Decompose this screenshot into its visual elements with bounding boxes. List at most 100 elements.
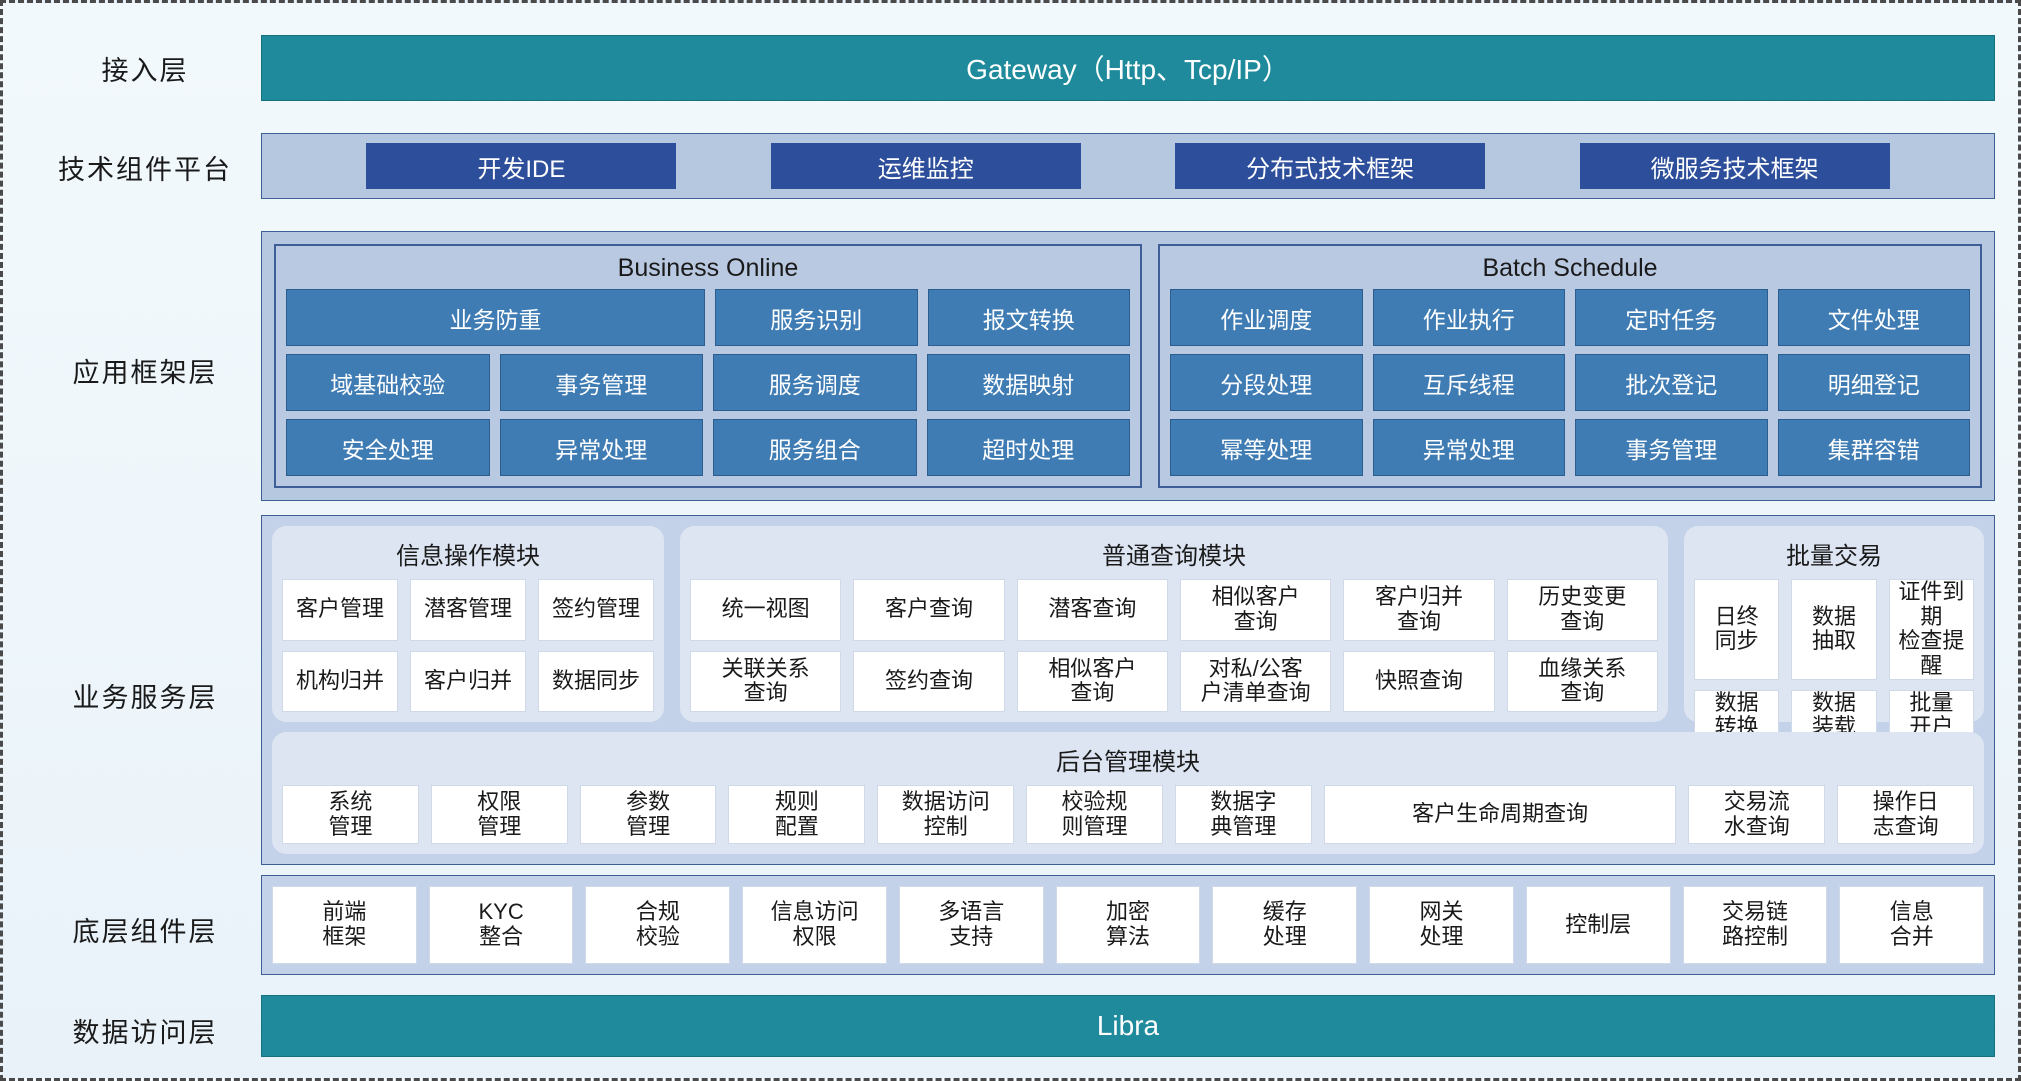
bb-cell-guizepeizhi[interactable]: 规则 配置 (728, 785, 866, 844)
tech-button-microservice[interactable]: 微服务技术框架 (1579, 143, 1890, 189)
bb-cell-shujufangwenkongzhi[interactable]: 数据访问 控制 (877, 785, 1015, 844)
layer-label-appframe: 应用框架层 (72, 358, 218, 388)
group-business-online: Business Online 业务防重 服务识别 报文转换 域基础校验 事务管… (274, 244, 1142, 488)
group-title-batch-transaction: 批量交易 (1786, 543, 1882, 570)
group-title-backend-management: 后台管理模块 (1056, 749, 1200, 776)
layer-label-bizservice: 业务服务层 (72, 683, 218, 713)
bl-cell-wangguanchuli[interactable]: 网关 处理 (1369, 886, 1514, 964)
af-cell-yichangchuli-batch[interactable]: 异常处理 (1372, 419, 1565, 476)
bg-cell-shujuchouqu[interactable]: 数据 抽取 (1791, 579, 1877, 680)
bb-cell-kehushengmingzhouqichaxun[interactable]: 客户生命周期查询 (1323, 785, 1677, 844)
group-title-batch-schedule: Batch Schedule (1482, 254, 1658, 282)
bg-cell-qiankeguanli[interactable]: 潜客管理 (410, 579, 526, 641)
af-cell-fuwudiaodu[interactable]: 服务调度 (713, 354, 917, 411)
bb-cell-quanxianguanli[interactable]: 权限 管理 (430, 785, 568, 844)
af-row: 业务防重 服务识别 报文转换 (286, 289, 1130, 346)
bg-cell-kehuchaxun[interactable]: 客户查询 (853, 579, 1005, 641)
bb-cell-jiaoyiliushuichaxun[interactable]: 交易流 水查询 (1688, 785, 1826, 844)
af-cell-shiwuguanli[interactable]: 事务管理 (499, 354, 703, 411)
bg-cell-jigouguibing[interactable]: 机构归并 (282, 650, 398, 712)
bg-cell-xiangsikehuchaxun[interactable]: 相似客户 查询 (1179, 579, 1332, 641)
bg-cell-kehuguibingchaxun[interactable]: 客户归并 查询 (1343, 579, 1495, 641)
bg-cell-qianyueguanli[interactable]: 签约管理 (538, 579, 654, 641)
bb-row: 系统 管理 权限 管理 参数 管理 规则 配置 数据访问 控制 校验规 则管理 … (282, 785, 1974, 844)
af-cell-yewufangzhong[interactable]: 业务防重 (286, 289, 706, 346)
group-title-business-online: Business Online (617, 254, 799, 282)
tech-platform-band: 开发IDE 运维监控 分布式技术框架 微服务技术框架 (261, 133, 1995, 199)
af-cell-huchixiancheng[interactable]: 互斥线程 (1372, 354, 1565, 411)
app-framework-layer: Business Online 业务防重 服务识别 报文转换 域基础校验 事务管… (261, 231, 1995, 501)
af-cell-shujuyingshe[interactable]: 数据映射 (926, 354, 1130, 411)
bg-cell-kuaizhaochaxun[interactable]: 快照查询 (1343, 650, 1495, 712)
bg-cell-kehuguanli[interactable]: 客户管理 (282, 579, 398, 641)
bl-cell-xinxifangwenquanxian[interactable]: 信息访问 权限 (742, 886, 887, 964)
bl-cell-heguijiaoyan[interactable]: 合规 校验 (585, 886, 731, 964)
bb-cell-canshuguanli[interactable]: 参数 管理 (579, 785, 717, 844)
bg-cell-qiankechaxun[interactable]: 潜客查询 (1016, 579, 1168, 641)
bl-cell-kyczhenghe[interactable]: KYC 整合 (428, 886, 574, 964)
bg-row: 统一视图 客户查询 潜客查询 相似客户 查询 客户归并 查询 历史变更 查询 (690, 579, 1658, 641)
bg-cell-xueyuanguanxichaxun[interactable]: 血缘关系 查询 (1506, 650, 1658, 712)
af-cell-shiwuguanli-batch[interactable]: 事务管理 (1575, 419, 1768, 476)
af-cell-yichangchuli[interactable]: 异常处理 (499, 419, 703, 476)
af-cell-midengchuli[interactable]: 幂等处理 (1170, 419, 1363, 476)
group-title-common-query: 普通查询模块 (1102, 543, 1246, 570)
bg-cell-lishibiangengchaxun[interactable]: 历史变更 查询 (1506, 579, 1658, 641)
af-row: 幂等处理 异常处理 事务管理 集群容错 (1170, 419, 1970, 476)
tech-button-distributed[interactable]: 分布式技术框架 (1175, 143, 1486, 189)
bg-cell-guanlianguanxichaxun[interactable]: 关联关系 查询 (690, 650, 842, 712)
af-cell-zuoyezhixing[interactable]: 作业执行 (1372, 289, 1565, 346)
bl-cell-qianduankuangjia[interactable]: 前端 框架 (272, 886, 417, 964)
bg-cell-rizhongtongbu[interactable]: 日终 同步 (1694, 579, 1780, 680)
data-access-bar: Libra (261, 995, 1995, 1057)
bg-cell-duisigongkehuqingdanchaxun[interactable]: 对私/公客 户清单查询 (1179, 650, 1332, 712)
tech-button-ide[interactable]: 开发IDE (366, 143, 677, 189)
af-cell-jiqunrongcuo[interactable]: 集群容错 (1777, 419, 1970, 476)
af-cell-chaoshichuli[interactable]: 超时处理 (926, 419, 1130, 476)
af-row: 分段处理 互斥线程 批次登记 明细登记 (1170, 354, 1970, 411)
bb-cell-jiaoyanguizeguanli[interactable]: 校验规 则管理 (1026, 785, 1163, 844)
tech-button-ops[interactable]: 运维监控 (770, 143, 1081, 189)
group-common-query: 普通查询模块 统一视图 客户查询 潜客查询 相似客户 查询 客户归并 查询 历史… (680, 526, 1668, 722)
af-cell-baowenzhuanhuan[interactable]: 报文转换 (927, 289, 1130, 346)
bg-cell-zhengjiandaoqijianchatixing[interactable]: 证件到期 检查提醒 (1888, 579, 1974, 680)
bb-cell-shujuzidianguanli[interactable]: 数据字 典管理 (1174, 785, 1312, 844)
af-cell-dingshirenwu[interactable]: 定时任务 (1575, 289, 1768, 346)
bg-cell-shujutongbu[interactable]: 数据同步 (538, 650, 654, 712)
group-backend-management: 后台管理模块 系统 管理 权限 管理 参数 管理 规则 配置 数据访问 控制 校… (272, 732, 1984, 854)
af-cell-yujichujiaoyan[interactable]: 域基础校验 (286, 354, 490, 411)
bl-cell-jiamisuanfa[interactable]: 加密 算法 (1055, 886, 1201, 964)
af-cell-zuoyediaodu[interactable]: 作业调度 (1170, 289, 1363, 346)
bl-cell-jiaoyilianlukongzhi[interactable]: 交易链 路控制 (1682, 886, 1828, 964)
af-cell-fuwuzuhe[interactable]: 服务组合 (713, 419, 917, 476)
layer-label-dataaccess: 数据访问层 (72, 1018, 218, 1048)
af-cell-mingxidengji[interactable]: 明细登记 (1777, 354, 1970, 411)
af-cell-wenjianchuli[interactable]: 文件处理 (1777, 289, 1970, 346)
bg-row: 机构归并 客户归并 数据同步 (282, 650, 654, 712)
af-row: 作业调度 作业执行 定时任务 文件处理 (1170, 289, 1970, 346)
af-row: 安全处理 异常处理 服务组合 超时处理 (286, 419, 1130, 476)
bb-cell-caozuorizhichaxun[interactable]: 操作日 志查询 (1837, 785, 1974, 844)
bb-cell-xitongguanli[interactable]: 系统 管理 (282, 785, 419, 844)
bg-cell-kehuguibing[interactable]: 客户归并 (410, 650, 526, 712)
bl-cell-xinxihebing[interactable]: 信息 合并 (1839, 886, 1985, 964)
bl-cell-duoyuyanzhichi[interactable]: 多语言 支持 (898, 886, 1044, 964)
bg-cell-tongyishitu[interactable]: 统一视图 (690, 579, 842, 641)
layer-label-access: 接入层 (101, 56, 189, 86)
bg-row: 客户管理 潜客管理 签约管理 (282, 579, 654, 641)
bg-cell-qianyuechaxun[interactable]: 签约查询 (853, 650, 1005, 712)
bg-row: 关联关系 查询 签约查询 相似客户 查询 对私/公客 户清单查询 快照查询 血缘… (690, 650, 1658, 712)
gateway-bar: Gateway（Http、Tcp/IP） (261, 35, 1995, 101)
af-cell-picidengji[interactable]: 批次登记 (1575, 354, 1768, 411)
af-cell-fenduanchuli[interactable]: 分段处理 (1170, 354, 1363, 411)
bl-cell-kongzhiceng[interactable]: 控制层 (1525, 886, 1671, 964)
bg-cell-xiangsikehuchaxun-2[interactable]: 相似客户 查询 (1016, 650, 1168, 712)
af-row: 域基础校验 事务管理 服务调度 数据映射 (286, 354, 1130, 411)
business-service-layer: 信息操作模块 客户管理 潜客管理 签约管理 机构归并 客户归并 数据同步 (261, 515, 1995, 865)
bl-cell-huancunchuli[interactable]: 缓存 处理 (1212, 886, 1358, 964)
group-batch-transaction: 批量交易 日终 同步 数据 抽取 证件到期 检查提醒 数据 转换 数据 装载 批… (1684, 526, 1984, 741)
layer-label-tech: 技术组件平台 (58, 155, 232, 185)
af-cell-fuwushibie[interactable]: 服务识别 (715, 289, 918, 346)
af-cell-anquanchuli[interactable]: 安全处理 (286, 419, 490, 476)
